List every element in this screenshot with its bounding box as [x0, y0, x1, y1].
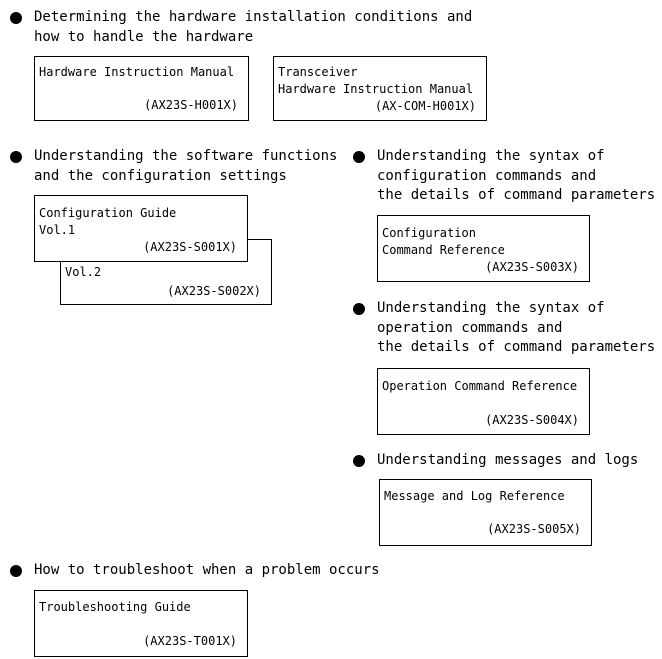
- manual-code: (AX23S-S004X): [485, 413, 579, 427]
- section-heading-troubleshoot: How to troubleshoot when a problem occur…: [10, 561, 380, 581]
- bullet-icon: [353, 303, 365, 315]
- manual-title: Configuration: [382, 226, 476, 240]
- manual-transceiver-hardware: Transceiver Hardware Instruction Manual …: [273, 56, 487, 121]
- manual-title: Configuration Guide: [39, 206, 177, 220]
- manual-code: (AX23S-S002X): [167, 284, 261, 298]
- heading-line: Determining the hardware installation co…: [34, 9, 473, 25]
- bullet-icon: [10, 565, 22, 577]
- section-heading-operation-commands: Understanding the syntax of operation co…: [353, 299, 656, 358]
- heading-line: the details of command parameters: [377, 339, 656, 355]
- heading-line: Understanding the syntax of: [377, 300, 605, 316]
- section-heading-software: Understanding the software functions and…: [10, 147, 338, 186]
- bullet-icon: [353, 455, 365, 467]
- manual-code: (AX-COM-H001X): [374, 99, 476, 113]
- section-heading-messages: Understanding messages and logs: [353, 451, 639, 471]
- manual-code: (AX23S-T001X): [143, 634, 237, 648]
- manual-title: Command Reference: [382, 243, 505, 257]
- bullet-icon: [10, 151, 22, 163]
- manual-hardware-instruction: Hardware Instruction Manual (AX23S-H001X…: [34, 56, 249, 121]
- manual-troubleshooting-guide: Troubleshooting Guide (AX23S-T001X): [34, 590, 248, 657]
- heading-line: Understanding messages and logs: [377, 452, 639, 468]
- heading-line: how to handle the hardware: [34, 28, 254, 45]
- manual-title: Troubleshooting Guide: [39, 600, 191, 614]
- section-heading-config-commands: Understanding the syntax of configuratio…: [353, 147, 656, 206]
- manual-code: (AX23S-S005X): [487, 522, 581, 536]
- manual-code: (AX23S-S001X): [143, 240, 237, 254]
- manual-title: Hardware Instruction Manual: [39, 65, 235, 79]
- heading-line: the details of command parameters: [377, 187, 656, 203]
- heading-line: Understanding the syntax of: [377, 148, 605, 164]
- manual-title: Vol.2: [65, 265, 102, 279]
- section-heading-hardware: Determining the hardware installation co…: [10, 8, 473, 47]
- manual-title: Message and Log Reference: [384, 489, 565, 503]
- manual-message-and-log-reference: Message and Log Reference (AX23S-S005X): [379, 479, 592, 546]
- manual-title: Hardware Instruction Manual: [278, 82, 474, 96]
- manual-code: (AX23S-S003X): [485, 260, 579, 274]
- manual-configuration-command-reference: Configuration Command Reference (AX23S-S…: [377, 215, 590, 282]
- manual-operation-command-reference: Operation Command Reference (AX23S-S004X…: [377, 368, 590, 435]
- heading-line: operation commands and: [377, 319, 563, 336]
- bullet-icon: [353, 151, 365, 163]
- manual-code: (AX23S-H001X): [144, 98, 238, 112]
- bullet-icon: [10, 12, 22, 24]
- manual-title: Operation Command Reference: [382, 379, 578, 393]
- heading-line: and the configuration settings: [34, 167, 287, 184]
- manual-title: Vol.1: [39, 223, 76, 237]
- heading-line: configuration commands and: [377, 167, 597, 184]
- heading-line: Understanding the software functions: [34, 148, 338, 164]
- heading-line: How to troubleshoot when a problem occur…: [34, 562, 380, 578]
- manual-title: Transceiver: [278, 65, 358, 79]
- manual-configuration-guide-vol1: Configuration Guide Vol.1 (AX23S-S001X): [34, 195, 248, 262]
